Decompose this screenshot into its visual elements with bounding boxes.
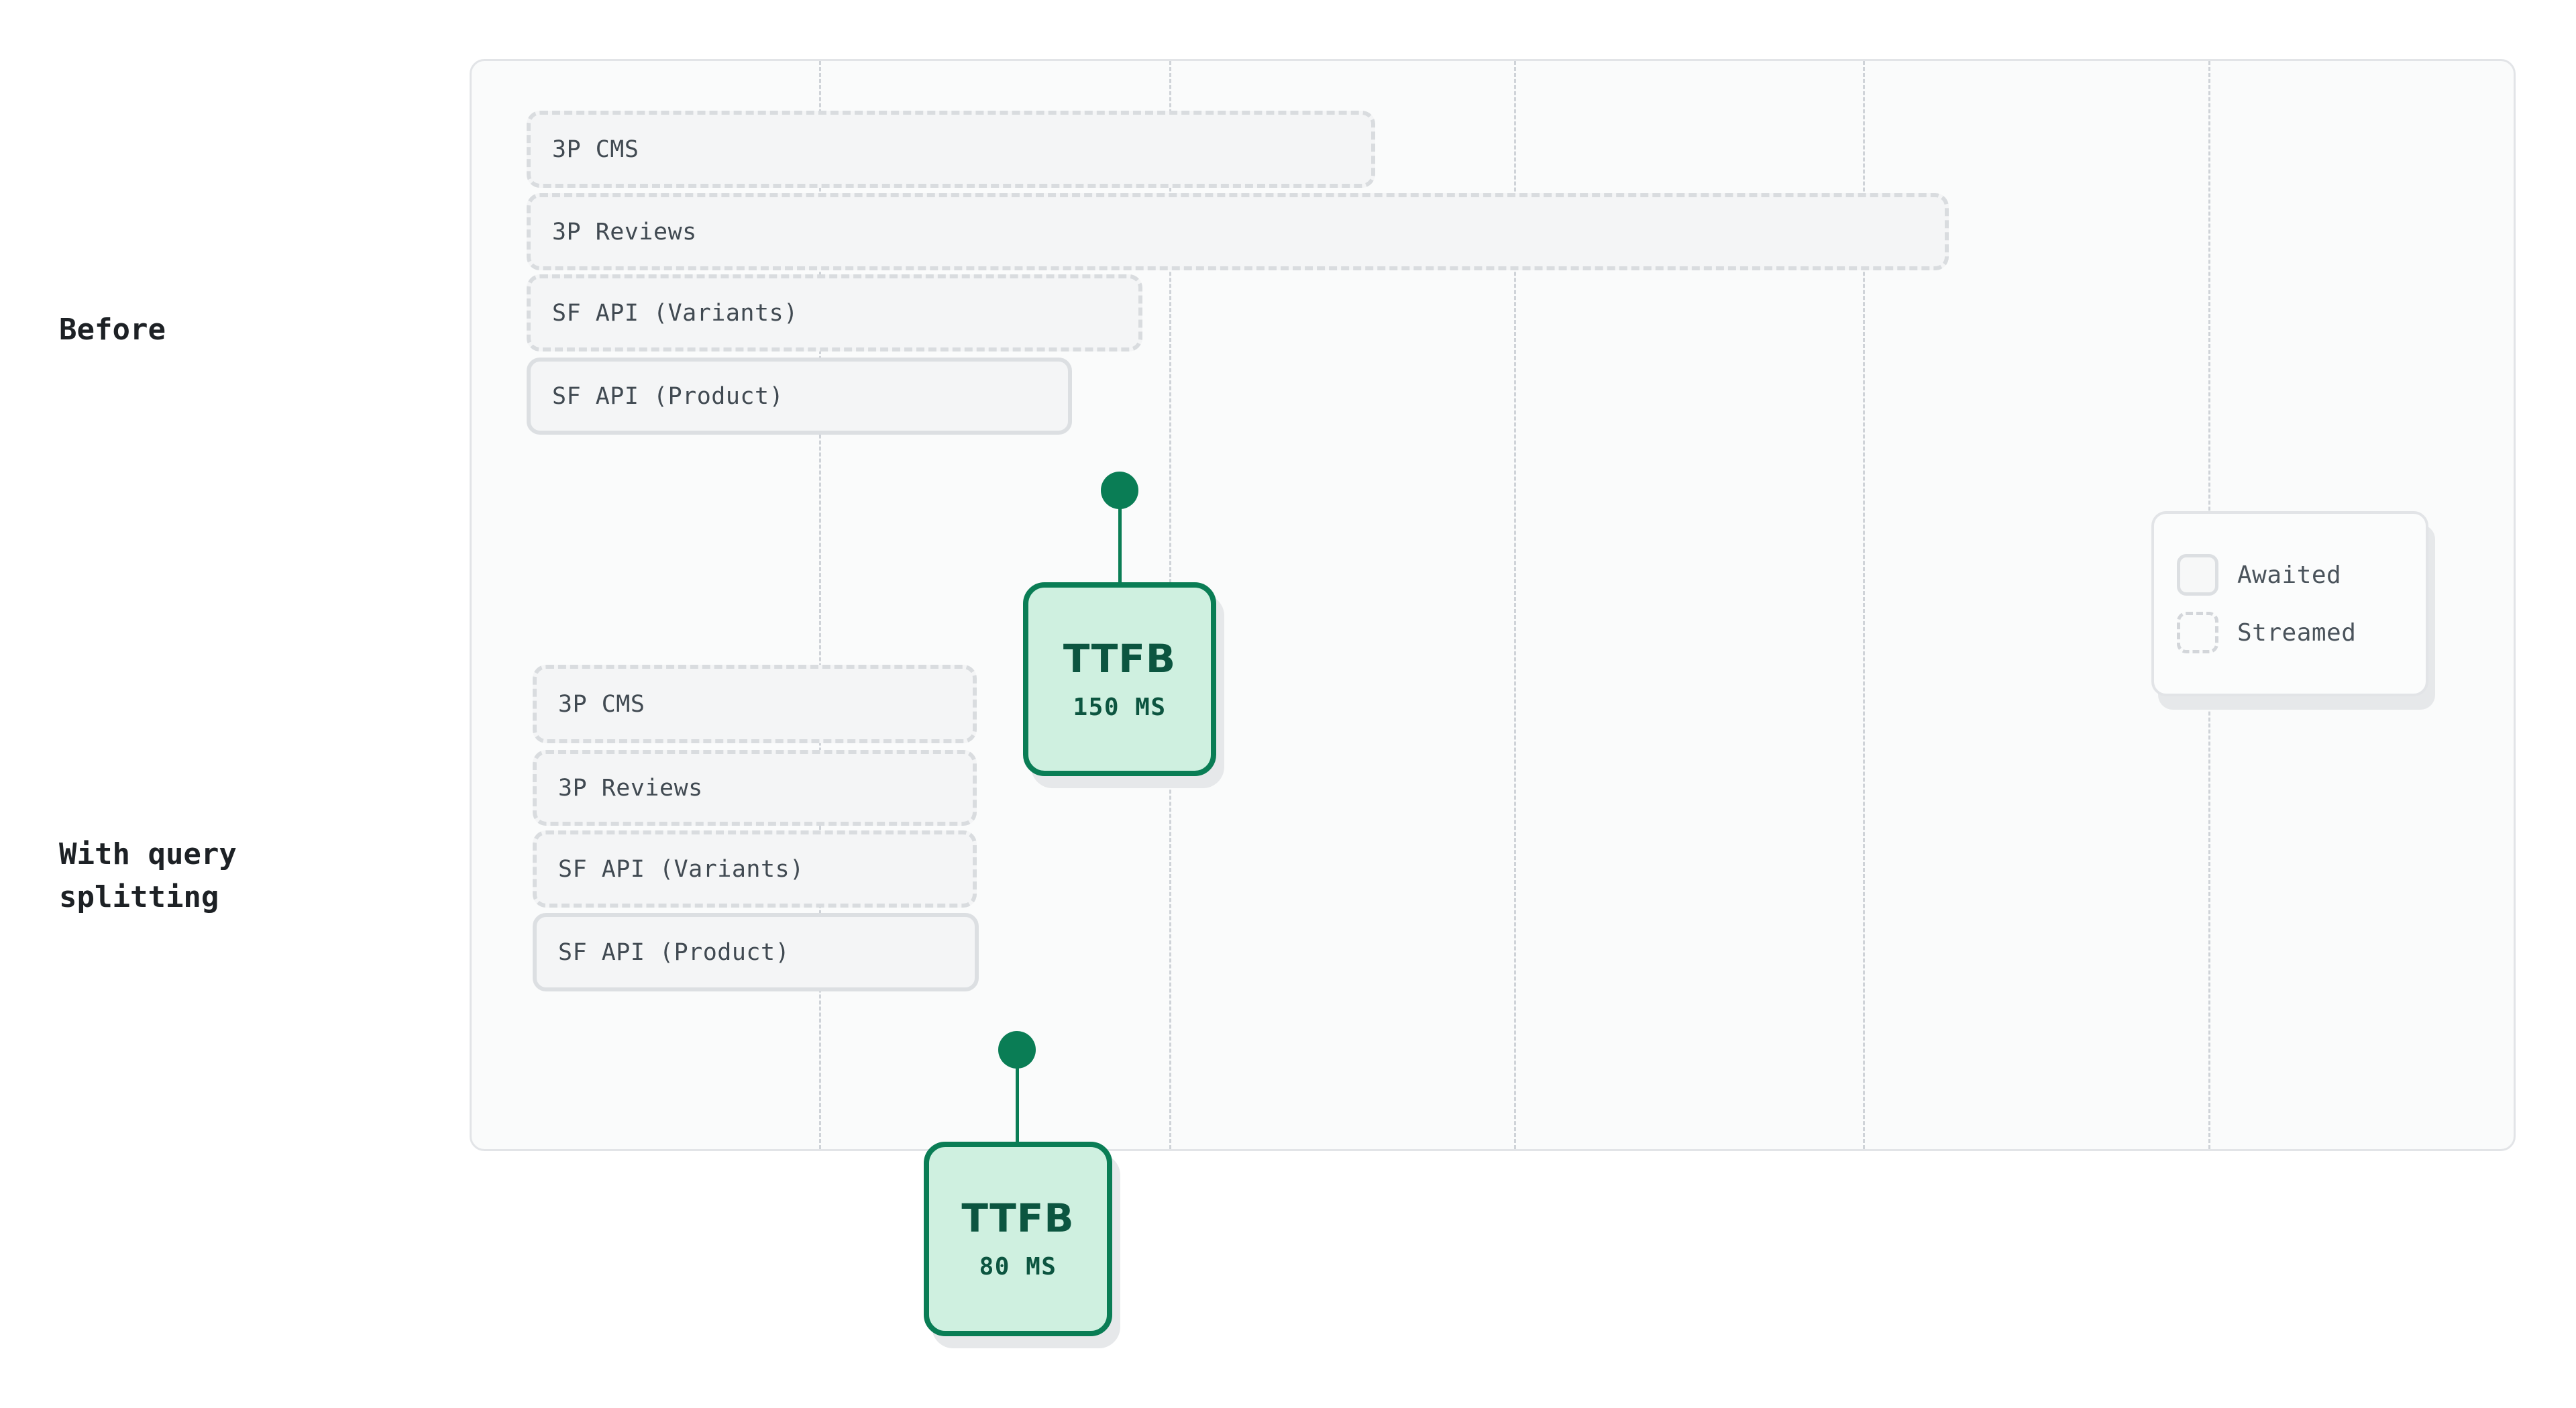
bar-label: SF API (Variants) (552, 299, 798, 327)
gridline-4 (1863, 61, 1865, 1149)
bar-label: 3P Reviews (552, 218, 697, 246)
ttfb-callout-before[interactable]: TTFB 150 MS (1023, 582, 1216, 776)
bar-split-sf-api-variants[interactable]: SF API (Variants) (533, 830, 977, 908)
bar-label: 3P CMS (558, 690, 645, 718)
bar-split-3p-reviews[interactable]: 3P Reviews (533, 750, 977, 826)
ttfb-marker-dot-split (998, 1031, 1036, 1069)
bar-label: 3P CMS (552, 136, 639, 163)
gridline-1 (819, 61, 821, 1149)
bar-label: SF API (Variants) (558, 855, 804, 883)
bar-split-sf-api-product[interactable]: SF API (Product) (533, 913, 979, 991)
gridline-3 (1514, 61, 1516, 1149)
bar-before-sf-api-product[interactable]: SF API (Product) (527, 358, 1072, 435)
ttfb-value: 150 MS (1073, 693, 1167, 721)
legend: Awaited Streamed (2151, 511, 2428, 696)
row-label-with-query-splitting: With query splitting (59, 837, 237, 914)
ttfb-callout-split[interactable]: TTFB 80 MS (924, 1142, 1112, 1336)
bar-label: SF API (Product) (552, 382, 784, 410)
row-label-before: Before (59, 313, 166, 347)
ttfb-title: TTFB (1063, 635, 1177, 682)
ttfb-value: 80 MS (979, 1253, 1057, 1281)
legend-swatch-awaited-icon (2177, 554, 2218, 596)
bar-split-3p-cms[interactable]: 3P CMS (533, 665, 977, 743)
ttfb-connector-line-before (1118, 490, 1122, 584)
bar-before-3p-cms[interactable]: 3P CMS (527, 111, 1375, 188)
legend-item-awaited[interactable]: Awaited (2177, 554, 2426, 596)
legend-item-streamed[interactable]: Streamed (2177, 612, 2426, 653)
legend-label: Streamed (2237, 618, 2357, 647)
ttfb-title: TTFB (961, 1195, 1075, 1241)
bar-label: 3P Reviews (558, 774, 703, 802)
legend-label: Awaited (2237, 561, 2342, 589)
ttfb-connector-line-split (1016, 1050, 1019, 1144)
legend-swatch-streamed-icon (2177, 612, 2218, 653)
bar-label: SF API (Product) (558, 938, 790, 966)
ttfb-marker-dot-before (1101, 472, 1138, 509)
bar-before-3p-reviews[interactable]: 3P Reviews (527, 193, 1949, 270)
bar-before-sf-api-variants[interactable]: SF API (Variants) (527, 274, 1142, 351)
